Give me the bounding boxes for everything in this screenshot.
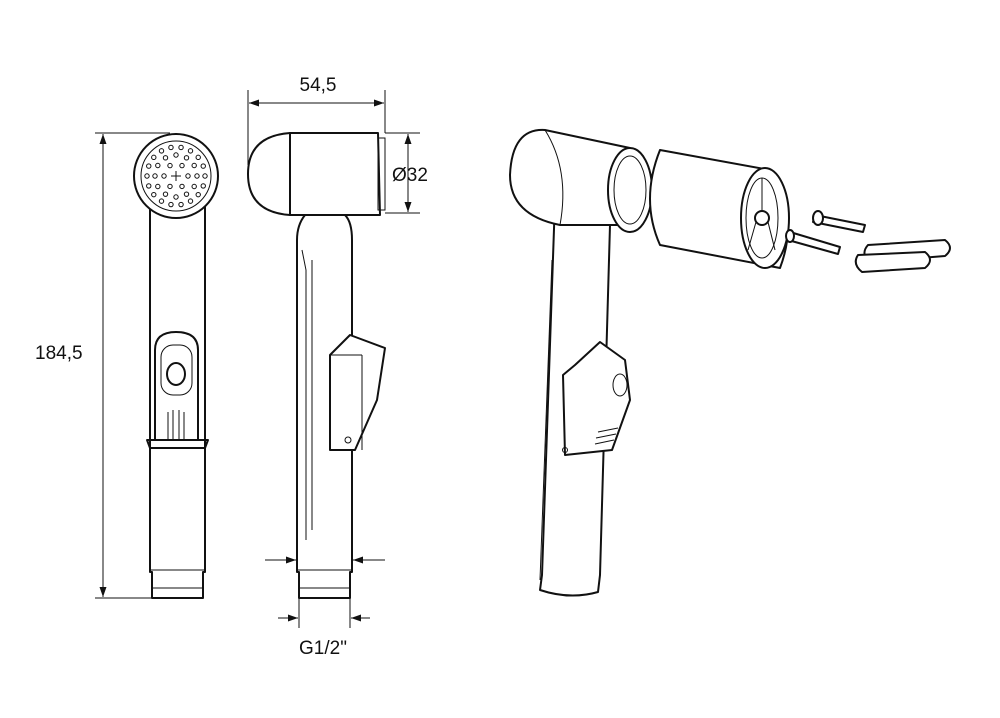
thread-label: G1/2" [299,638,347,659]
spray-hole [162,155,169,161]
spray-hole [178,201,184,208]
spray-hole [200,163,206,169]
spray-hole [161,173,167,179]
spray-hole [179,162,185,169]
side-view [247,132,386,599]
spray-hole [173,194,179,200]
spray-hole [191,183,197,190]
spray-hole [144,173,150,179]
spray-hole [151,154,157,161]
spray-holes [144,144,208,208]
spray-hole [200,183,206,189]
spray-hole [151,191,157,198]
plus-mark [171,171,181,181]
spray-hole [146,183,152,189]
spray-hole [168,201,174,208]
spray-hole [155,162,161,169]
front-view [133,133,219,599]
spray-hole [178,144,184,151]
spray-hole [195,154,201,161]
perspective-view [509,128,951,597]
spray-hole [146,163,152,169]
spray-hole [158,148,165,154]
spray-hole [162,191,169,197]
spray-hole [183,191,190,197]
spray-hole [191,162,197,169]
spray-hole [155,183,161,190]
spray-hole [179,183,185,190]
spray-hole [187,198,194,204]
dimension-lines: 54,5 Ø32 184,5 G1/2" [35,75,428,659]
spray-hole [167,162,173,169]
height-label: 184,5 [35,343,83,364]
spray-hole [168,144,174,151]
spray-hole [187,148,194,154]
diameter-label: Ø32 [392,165,428,186]
spray-hole [194,173,200,179]
spray-hole [173,152,179,158]
spray-hole [185,173,191,179]
spray-hole [183,155,190,161]
spray-hole [152,173,158,179]
spray-hole [195,191,201,198]
spray-hole [158,198,165,204]
spray-hole [167,183,173,190]
width-label: 54,5 [300,75,337,96]
spray-hole [202,173,208,179]
